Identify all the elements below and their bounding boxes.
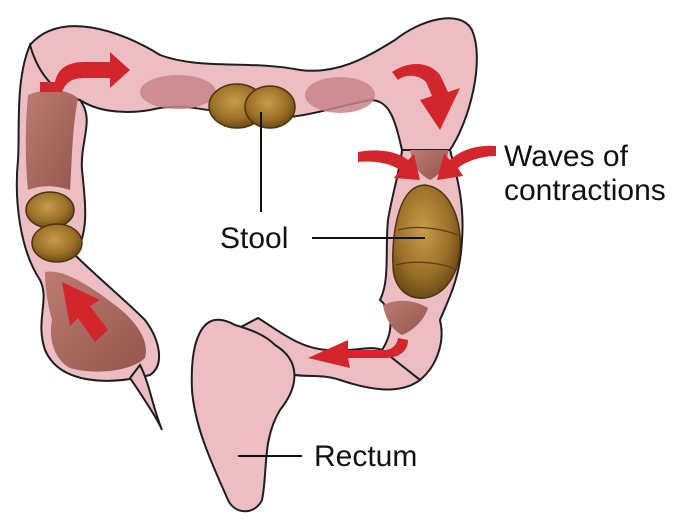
stool-label: Stool: [220, 222, 288, 255]
stool-blob-ascending-2: [32, 224, 82, 262]
lumen-transverse-left: [140, 75, 216, 109]
stool-blob-ascending-1: [26, 192, 74, 228]
lumen-ascending-upper: [26, 90, 78, 190]
stool-blob-transverse-2: [245, 86, 295, 128]
rectum-label: Rectum: [314, 440, 417, 473]
waves-label-line2: contractions: [504, 174, 666, 207]
stool-blob-descending: [393, 185, 460, 298]
lumen-transverse-right: [305, 77, 375, 113]
waves-label-line1: Waves of: [504, 140, 629, 173]
rectum-shape: [192, 320, 295, 512]
transverse-colon: [30, 18, 477, 150]
